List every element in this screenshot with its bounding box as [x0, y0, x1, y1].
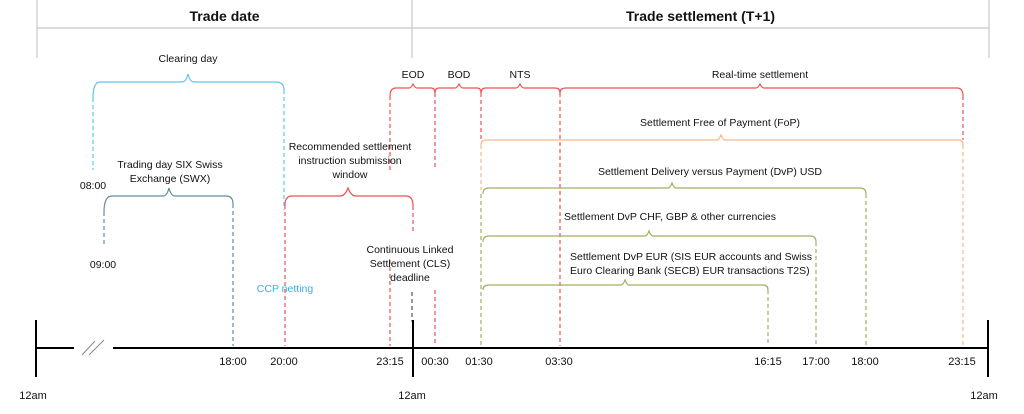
dvp-usd-label: Settlement Delivery versus Payment (DvP)…	[597, 166, 823, 178]
dvp-chf-brace	[482, 229, 817, 243]
trading-day-brace	[103, 187, 234, 346]
tick-0030: 00:30	[421, 356, 449, 368]
axis-middle-12am: 12am	[398, 390, 426, 402]
dvp-eur-line1: Settlement DvP EUR (SIS EUR accounts and…	[570, 251, 812, 263]
ccp-netting-label: CCP netting	[256, 283, 314, 295]
recommended-window-line2: instruction submission	[298, 155, 402, 167]
eod-bod-nts-rt-braces	[389, 82, 964, 346]
cls-deadline-label: Continuous Linked Settlement (CLS) deadl…	[355, 243, 465, 285]
clearing-day-start: 08:00	[79, 180, 107, 192]
dvp-chf-label: Settlement DvP CHF, GBP & other currenci…	[563, 211, 777, 223]
eod-label: EOD	[401, 69, 425, 81]
axis-right-12am: 12am	[970, 390, 998, 402]
axis-break-icon	[81, 339, 105, 356]
recommended-window-label: Recommended settlement instruction submi…	[280, 140, 420, 182]
time-axis	[35, 320, 989, 377]
tick-2000: 20:00	[270, 356, 298, 368]
dvp-braces	[480, 181, 867, 346]
axis-left-12am: 12am	[19, 390, 47, 402]
cls-line2: Settlement (CLS)	[369, 258, 451, 270]
dvp-eur-label: Settlement DvP EUR (SIS EUR accounts and…	[570, 250, 812, 278]
trading-day-label: Trading day SIX Swiss Exchange (SWX)	[100, 158, 240, 186]
tick-1800-settle: 18:00	[851, 356, 879, 368]
tick-0330: 03:30	[545, 356, 573, 368]
tick-0130: 01:30	[465, 356, 493, 368]
trading-day-label-line2: Exchange (SWX)	[129, 173, 211, 185]
dvp-usd-brace	[482, 181, 867, 195]
fop-brace	[480, 133, 964, 346]
real-time-label: Real-time settlement	[711, 69, 809, 81]
tick-2315-settle: 23:15	[948, 356, 976, 368]
cls-line1: Continuous Linked	[366, 244, 454, 256]
trading-day-label-line1: Trading day SIX Swiss	[117, 159, 223, 171]
header-trade-settlement: Trade settlement (T+1)	[626, 8, 775, 24]
tick-1800-trade: 18:00	[219, 356, 247, 368]
recommended-window-brace	[284, 186, 414, 346]
dvp-eur-brace	[482, 278, 769, 291]
bod-label: BOD	[447, 69, 471, 81]
nts-label: NTS	[509, 69, 531, 81]
clearing-day-label: Clearing day	[158, 53, 218, 65]
cls-line3: deadline	[390, 272, 430, 284]
recommended-window-line3: window	[332, 169, 368, 181]
recommended-window-line1: Recommended settlement	[288, 141, 412, 153]
clearing-day-brace	[92, 73, 285, 210]
trading-day-start: 09:00	[89, 259, 117, 271]
tick-1615: 16:15	[754, 356, 782, 368]
tick-2315-trade: 23:15	[376, 356, 404, 368]
dvp-eur-line2: Euro Clearing Bank (SECB) EUR transactio…	[570, 265, 810, 277]
fop-label: Settlement Free of Payment (FoP)	[640, 117, 800, 129]
header-trade-date: Trade date	[189, 8, 260, 24]
tick-1700: 17:00	[802, 356, 830, 368]
header-grid	[36, 0, 990, 58]
